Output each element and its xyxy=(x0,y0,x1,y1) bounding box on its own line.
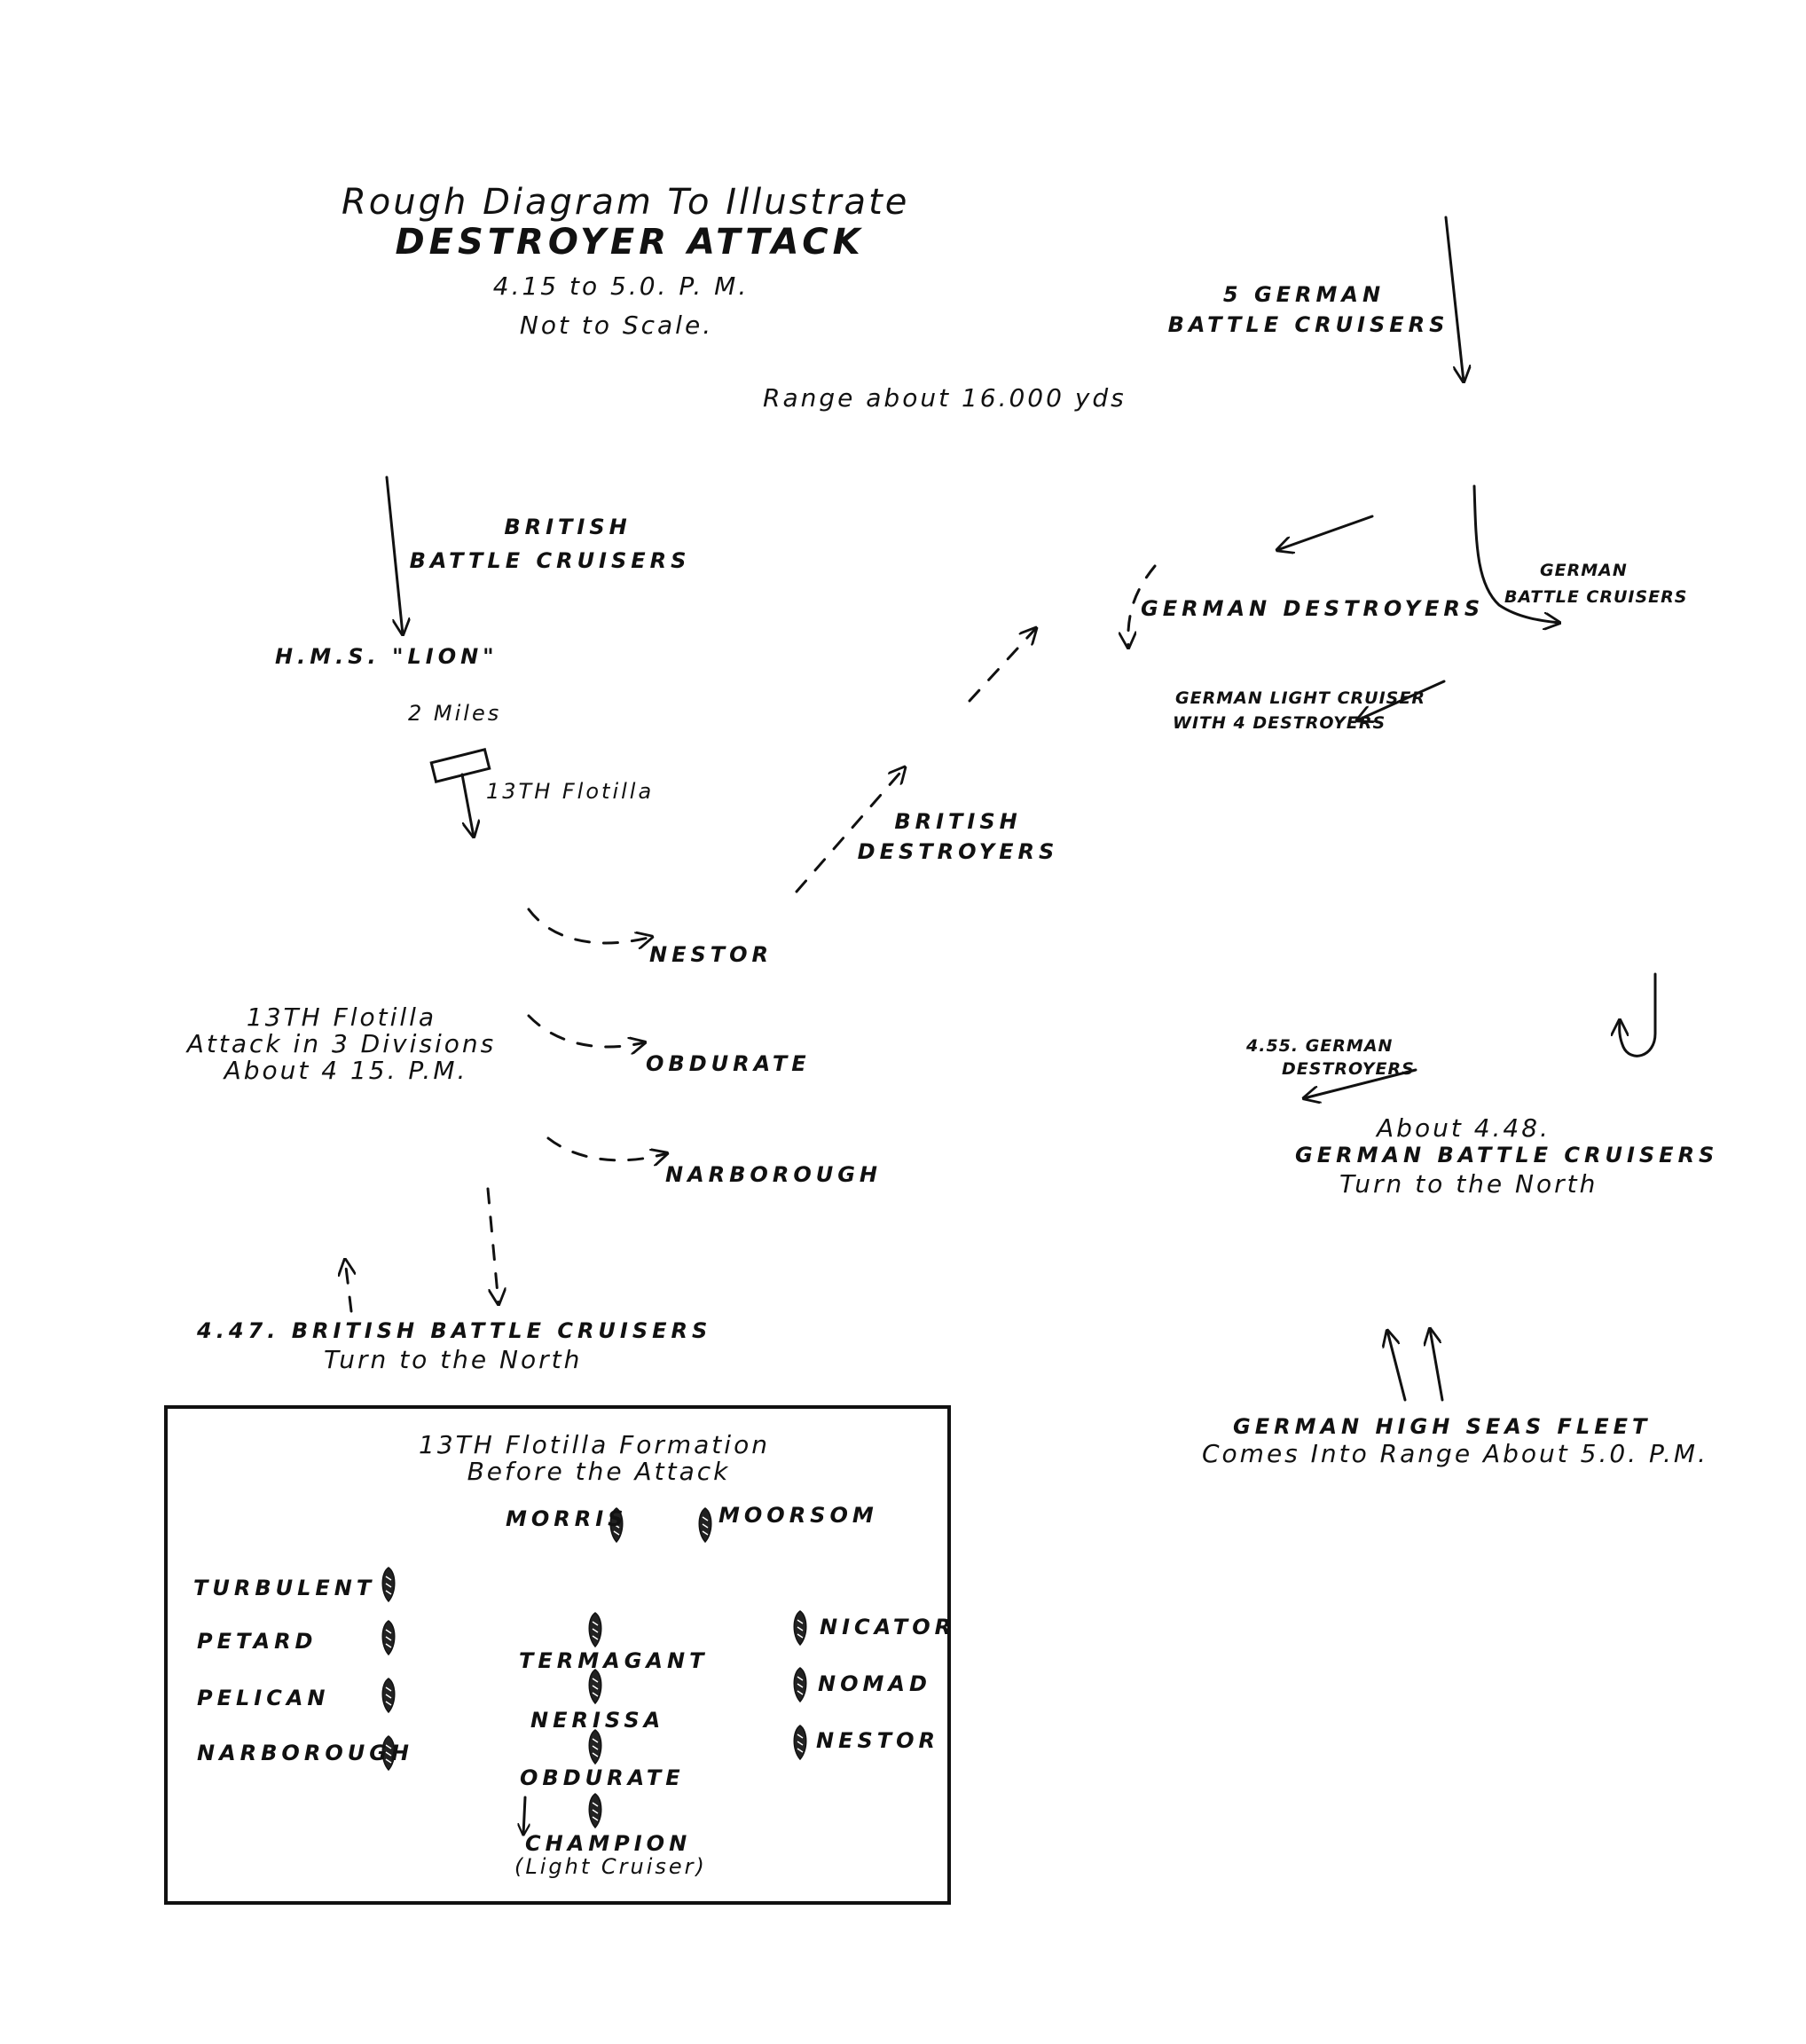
moorsom-ship-icon xyxy=(698,1507,712,1543)
high-seas-fleet-arrow-2 xyxy=(1430,1329,1444,1402)
high-seas-fleet-arrow-1 xyxy=(1387,1331,1407,1402)
british-bc-label-line2: BATTLE CRUISERS xyxy=(409,548,691,573)
formation-nestor-label: NESTOR xyxy=(816,1728,940,1753)
nerissa-ship-icon xyxy=(588,1669,602,1704)
british-destroyers-label-line2: DESTROYERS xyxy=(857,839,1059,864)
formation-champion-note: (Light Cruiser) xyxy=(514,1854,707,1879)
two-miles-label: 2 Miles xyxy=(408,701,502,726)
formation-narborough-label: NARBOROUGH xyxy=(197,1741,413,1765)
formation-box xyxy=(164,1405,951,1905)
diagram-title-line4: Not to Scale. xyxy=(519,311,714,340)
lion-rectangle xyxy=(429,748,491,783)
high-seas-fleet-label-line1: GERMAN HIGH SEAS FLEET xyxy=(1233,1414,1652,1439)
formation-champion-label: CHAMPION xyxy=(525,1831,692,1856)
british-bc-label-line1: BRITISH xyxy=(504,515,632,539)
obdurate-ship-icon xyxy=(588,1729,602,1765)
british-destroyers-track-2 xyxy=(968,628,1036,703)
pelican-ship-icon xyxy=(381,1678,396,1713)
formation-nicator-label: NICATOR xyxy=(820,1615,956,1639)
attack-label-line1: 13TH Flotilla xyxy=(246,1002,437,1032)
diagram-title-line2: DESTROYER ATTACK xyxy=(395,222,865,263)
british-bc-447-label-line1: 4.47. BRITISH BATTLE CRUISERS xyxy=(197,1318,712,1343)
german-destroyers-curve xyxy=(1128,564,1157,648)
german-light-cruiser-label-line1: GERMAN LIGHT CRUISER xyxy=(1175,688,1425,708)
about-448-label-line2: GERMAN BATTLE CRUISERS xyxy=(1295,1143,1719,1167)
attack-label-line2: Attack in 3 Divisions xyxy=(186,1029,497,1058)
formation-petard-label: PETARD xyxy=(197,1629,318,1654)
high-seas-fleet-label-line2: Comes Into Range About 5.0. P.M. xyxy=(1202,1439,1708,1468)
german-light-cruiser-label-line2: WITH 4 DESTROYERS xyxy=(1173,713,1386,733)
formation-turbulent-label: TURBULENT xyxy=(193,1576,376,1600)
formation-nerissa-label: NERISSA xyxy=(530,1708,665,1733)
attack-label-line3: About 4 15. P.M. xyxy=(224,1056,468,1085)
german-destroyers-455-arrow xyxy=(1304,1068,1417,1098)
nestor-ship-icon xyxy=(793,1725,807,1760)
diagram-title-line3: 4.15 to 5.0. P. M. xyxy=(492,271,750,301)
champion-course-arrow xyxy=(523,1796,525,1835)
british-destroyers-track xyxy=(795,767,905,893)
narborough-label: NARBOROUGH xyxy=(665,1162,882,1187)
obdurate-label: OBDURATE xyxy=(646,1051,811,1076)
german-bc-turn-label-line1: GERMAN xyxy=(1540,561,1628,580)
german-destroyers-arrow xyxy=(1277,515,1374,550)
flotilla-13-arrow xyxy=(460,773,474,837)
german-bc-turn-arrow xyxy=(1472,484,1559,623)
german-bc-label-line1: 5 GERMAN xyxy=(1222,282,1386,307)
formation-moorsom-label: MOORSOM xyxy=(718,1503,878,1528)
petard-ship-icon xyxy=(381,1620,396,1655)
british-bc-north-arrow xyxy=(345,1260,351,1313)
range-label: Range about 16.000 yds xyxy=(763,383,1127,413)
narborough-division-track xyxy=(546,1136,667,1160)
champion-ship-icon xyxy=(588,1793,602,1828)
german-bc-hook-turn xyxy=(1620,972,1657,1057)
nestor-division-track xyxy=(527,908,652,943)
formation-morris-label: MORRIS xyxy=(506,1506,628,1531)
british-bc-447-label-line2: Turn to the North xyxy=(324,1345,583,1374)
formation-termagant-label: TERMAGANT xyxy=(519,1648,709,1673)
german-light-cruiser-arrow xyxy=(1357,680,1446,720)
german-bc-turn-label-line2: BATTLE CRUISERS xyxy=(1504,587,1688,607)
formation-title-line2: Before the Attack xyxy=(467,1457,731,1486)
formation-obdurate-label: OBDURATE xyxy=(520,1765,685,1790)
flotilla-13-label: 13TH Flotilla xyxy=(486,779,655,804)
german-destroyers-455-label-line1: 4.55. GERMAN xyxy=(1246,1036,1394,1056)
about-448-label-line3: Turn to the North xyxy=(1339,1169,1598,1199)
german-bc-course-arrow xyxy=(1444,216,1464,381)
british-bc-course-arrow xyxy=(385,476,403,634)
about-448-label-line1: About 4.48. xyxy=(1377,1113,1551,1143)
termagant-ship-icon xyxy=(588,1612,602,1647)
german-destroyers-455-label-line2: DESTROYERS xyxy=(1282,1059,1415,1079)
lion-label: H.M.S. "LION" xyxy=(275,644,499,669)
nomad-ship-icon xyxy=(793,1667,807,1702)
formation-pelican-label: PELICAN xyxy=(197,1686,330,1710)
british-bc-south-arrow xyxy=(486,1187,499,1304)
obdurate-division-track xyxy=(527,1014,645,1047)
nicator-ship-icon xyxy=(793,1610,807,1646)
british-destroyers-label-line1: BRITISH xyxy=(894,809,1022,834)
nestor-label: NESTOR xyxy=(649,942,773,967)
formation-title-line1: 13TH Flotilla Formation xyxy=(419,1430,770,1459)
turbulent-ship-icon xyxy=(381,1567,396,1602)
german-destroyers-label: GERMAN DESTROYERS xyxy=(1141,596,1485,621)
german-bc-label-line2: BATTLE CRUISERS xyxy=(1167,312,1449,337)
diagram-title-line1: Rough Diagram To Illustrate xyxy=(342,182,910,223)
formation-nomad-label: NOMAD xyxy=(818,1671,931,1696)
